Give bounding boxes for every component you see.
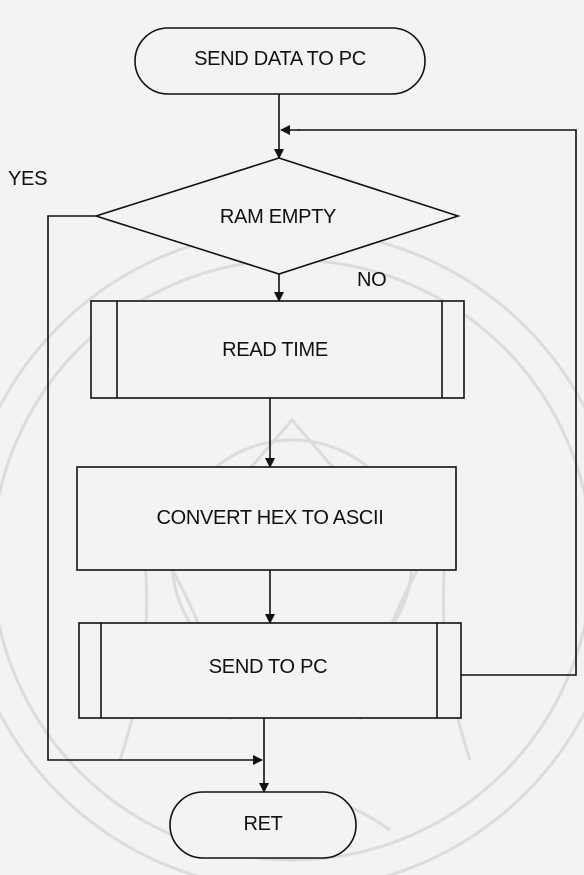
end-terminator [169, 791, 357, 859]
decision-label: RAM EMPTY [219, 206, 337, 228]
no-label: NO [357, 269, 387, 291]
start-label: SEND DATA TO PC [194, 48, 366, 70]
send-label: SEND TO PC [208, 656, 328, 678]
convert-box [76, 466, 457, 571]
yes-label: YES [8, 168, 48, 190]
yes-branch-line [47, 215, 238, 761]
end-label: RET [243, 813, 283, 835]
send-box [78, 622, 462, 719]
convert-label: CONVERT HEX TO ASCII [156, 507, 384, 529]
loop-back-line [298, 129, 577, 676]
start-terminator [134, 27, 426, 95]
read-time-box [90, 300, 465, 399]
read-time-label: READ TIME [222, 339, 328, 361]
